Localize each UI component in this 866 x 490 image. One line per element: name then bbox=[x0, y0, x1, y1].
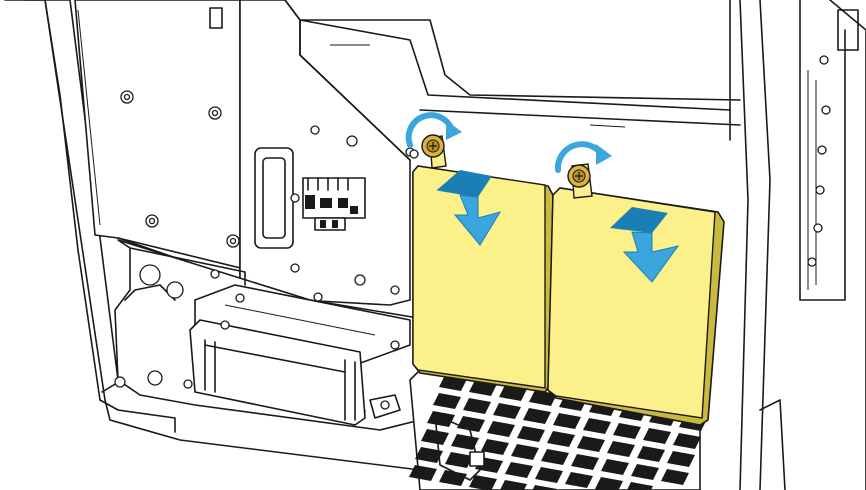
mesh-cell bbox=[637, 446, 665, 462]
rotate-arrow-icon bbox=[554, 141, 612, 173]
mesh-cell bbox=[463, 398, 491, 414]
mesh-cell bbox=[469, 475, 497, 490]
mesh-cell bbox=[631, 464, 659, 480]
mesh-cell bbox=[445, 452, 473, 468]
mesh-cell bbox=[439, 470, 467, 486]
fan-hub-connectors bbox=[302, 177, 366, 231]
mesh-cell bbox=[493, 403, 521, 419]
side-rail bbox=[807, 9, 859, 267]
slide-down-arrow-icon bbox=[610, 207, 680, 283]
mesh-cell bbox=[529, 390, 557, 406]
mesh-cell bbox=[433, 393, 461, 409]
bottom-mesh-vent bbox=[409, 359, 707, 490]
mesh-cell bbox=[541, 449, 569, 465]
mesh-cell bbox=[532, 485, 557, 490]
mesh-cell bbox=[415, 447, 443, 463]
mesh-cell bbox=[613, 423, 641, 439]
mesh-cell bbox=[627, 482, 653, 490]
back-plate bbox=[239, 0, 741, 306]
mesh-cell bbox=[427, 411, 455, 427]
mesh-cell bbox=[481, 439, 509, 455]
thumbscrew-icon bbox=[409, 134, 445, 159]
mesh-cell bbox=[643, 428, 671, 444]
mesh-cell bbox=[673, 433, 701, 449]
mesh-cell bbox=[523, 408, 551, 424]
motherboard-tray bbox=[74, 0, 311, 301]
mesh-cell bbox=[505, 462, 533, 478]
thumbscrew-icon bbox=[567, 164, 591, 188]
mesh-cell bbox=[661, 469, 689, 485]
mesh-cell bbox=[487, 421, 515, 437]
rotate-arrow-icon bbox=[405, 112, 462, 148]
mesh-cell bbox=[517, 426, 545, 442]
mesh-cell bbox=[421, 429, 449, 445]
mesh-cell bbox=[535, 467, 563, 483]
ssd-drive-left bbox=[412, 135, 554, 393]
mesh-cell bbox=[607, 441, 635, 457]
mesh-cell bbox=[565, 472, 593, 488]
mesh-cell bbox=[667, 451, 695, 467]
mesh-cell bbox=[409, 465, 437, 481]
mesh-cell bbox=[500, 480, 527, 490]
mesh-cell bbox=[583, 418, 611, 434]
slide-down-arrow-icon bbox=[436, 170, 502, 246]
mesh-cell bbox=[553, 413, 581, 429]
ssd-drive-right bbox=[547, 163, 725, 426]
mesh-cell bbox=[571, 454, 599, 470]
mesh-cell bbox=[601, 459, 629, 475]
mesh-cell bbox=[595, 477, 623, 490]
hdd-cage bbox=[189, 284, 411, 426]
mesh-cell bbox=[577, 436, 605, 452]
mesh-cell bbox=[511, 444, 539, 460]
mesh-cell bbox=[547, 431, 575, 447]
